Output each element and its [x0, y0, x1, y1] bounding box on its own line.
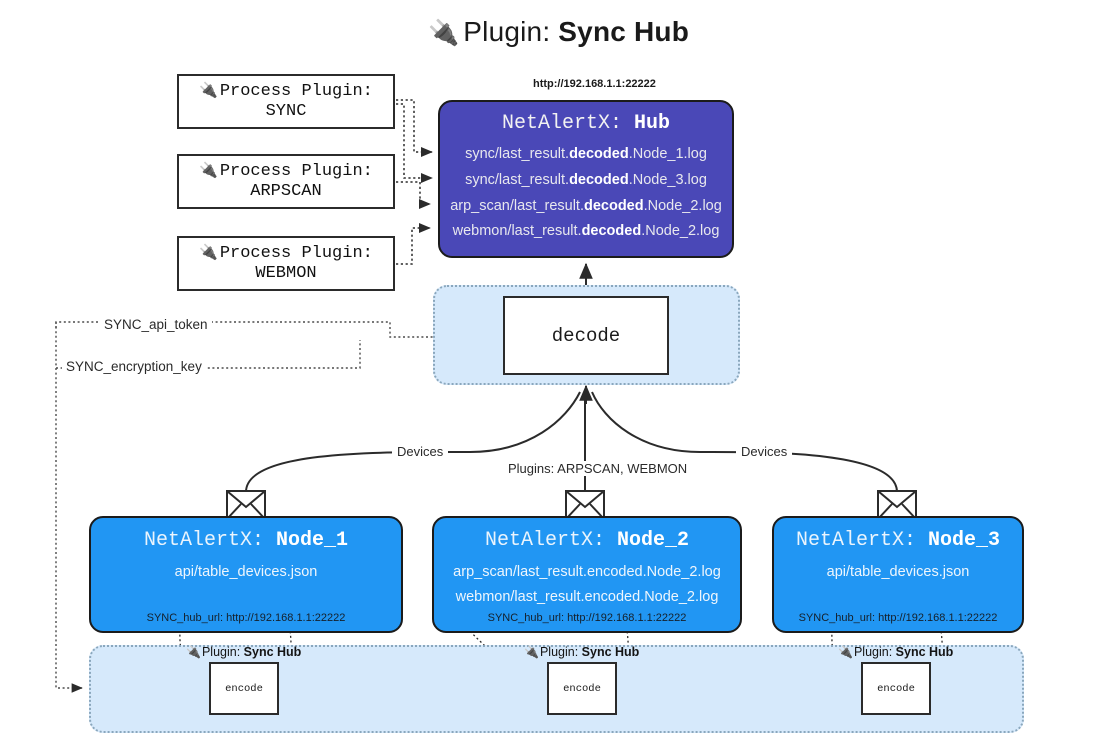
encode-box-node3[interactable]: encode: [861, 662, 931, 715]
page-title: 🔌Plugin: Sync Hub: [0, 16, 1117, 48]
node-hub-url-key: SYNC_hub_url:: [487, 612, 568, 624]
hub-node[interactable]: NetAlertX: Hub sync/last_result.decoded.…: [438, 100, 734, 258]
log-suffix: .Node_2.log: [643, 197, 722, 214]
node-title-prefix: NetAlertX:: [795, 529, 928, 552]
plugin-label-node3: 🔌Plugin: Sync Hub: [838, 645, 953, 659]
plugin-label-name: Sync Hub: [581, 645, 640, 659]
process-plugin-name: SYNC: [265, 101, 307, 121]
edge-sync-to-hub-line2: [396, 103, 433, 184]
process-plugin-label: Process Plugin:: [219, 161, 373, 181]
log-prefix: arp_scan/last_result.: [450, 197, 584, 214]
plugin-label-name: Sync Hub: [243, 645, 302, 659]
node-hub-url-key: SYNC_hub_url:: [798, 612, 879, 624]
log-suffix: .Node_3.log: [628, 171, 707, 188]
plugin-label-prefix: Plugin:: [539, 645, 582, 659]
sync-api-token-label: SYNC_api_token: [100, 317, 212, 332]
edge-node1-to-decode: [245, 391, 581, 493]
hub-title-prefix: NetAlertX:: [501, 112, 634, 135]
log-keyword: decoded: [581, 223, 642, 240]
node-hub-url-value: http://192.168.1.1:22222: [226, 612, 346, 624]
node-log-list: api/table_devices.json: [91, 560, 401, 585]
hub-title: NetAlertX: Hub: [440, 112, 732, 135]
page-title-prefix: Plugin:: [463, 16, 559, 47]
hub-title-name: Hub: [634, 112, 671, 135]
hub-log-line: sync/last_result.decoded.Node_1.log: [440, 142, 732, 168]
process-plugin-arpscan-box[interactable]: 🔌 Process Plugin: ARPSCAN: [177, 154, 395, 209]
node-title-name: Node_1: [276, 529, 349, 552]
node-title-prefix: NetAlertX:: [143, 529, 276, 552]
edge-webmon-to-hub-line4: [396, 222, 431, 265]
node-hub-url-footer: SYNC_hub_url: http://192.168.1.1:22222: [434, 612, 740, 624]
node-log-list: arp_scan/last_result.encoded.Node_2.log …: [434, 560, 740, 611]
log-keyword: decoded: [569, 171, 629, 188]
hub-log-line: sync/last_result.decoded.Node_3.log: [440, 168, 732, 194]
hub-url-label: http://192.168.1.1:22222: [533, 78, 656, 90]
node-title: NetAlertX: Node_1: [91, 529, 401, 552]
decode-box[interactable]: decode: [503, 296, 669, 375]
process-plugin-sync-box[interactable]: 🔌 Process Plugin: SYNC: [177, 74, 395, 129]
node-title-name: Node_3: [928, 529, 1001, 552]
envelope-icon-node3: [877, 490, 917, 520]
hub-log-list: sync/last_result.decoded.Node_1.log sync…: [440, 142, 732, 245]
node-title-prefix: NetAlertX:: [484, 529, 617, 552]
node-title-name: Node_2: [617, 529, 690, 552]
log-prefix: sync/last_result.: [465, 146, 570, 162]
electric-plug-icon: 🔌: [199, 163, 218, 181]
node-hub-url-value: http://192.168.1.1:22222: [878, 612, 998, 624]
plugin-label-node1: 🔌Plugin: Sync Hub: [186, 645, 301, 659]
edge-sync-to-hub-line1: [396, 99, 433, 158]
edge-node3-to-decode: [591, 391, 898, 493]
edge-label-plugins-center: Plugins: ARPSCAN, WEBMON: [503, 461, 693, 476]
log-keyword: decoded: [583, 197, 644, 214]
node-box-node1[interactable]: NetAlertX: Node_1 api/table_devices.json…: [89, 516, 403, 633]
log-prefix: webmon/last_result.: [452, 223, 582, 240]
node-hub-url-footer: SYNC_hub_url: http://192.168.1.1:22222: [774, 612, 1022, 624]
process-plugin-label: Process Plugin:: [219, 243, 373, 263]
encode-box-node1[interactable]: encode: [209, 662, 279, 715]
process-plugin-name: WEBMON: [255, 263, 317, 283]
log-suffix: .Node_2.log: [641, 223, 720, 240]
node-log-line: api/table_devices.json: [826, 564, 970, 580]
process-plugin-webmon-box[interactable]: 🔌 Process Plugin: WEBMON: [177, 236, 395, 291]
node-title: NetAlertX: Node_2: [434, 529, 740, 552]
plugin-label-node2: 🔌Plugin: Sync Hub: [524, 645, 639, 659]
plugin-label-prefix: Plugin:: [853, 645, 896, 659]
node-title: NetAlertX: Node_3: [774, 529, 1022, 552]
plugin-label-prefix: Plugin:: [201, 645, 244, 659]
edge-arpscan-to-hub-line3: [396, 181, 431, 210]
node-hub-url-key: SYNC_hub_url:: [146, 612, 227, 624]
encode-box-node2[interactable]: encode: [547, 662, 617, 715]
node-log-line: webmon/last_result.encoded.Node_2.log: [455, 589, 719, 606]
electric-plug-icon: 🔌: [524, 645, 539, 659]
node-box-node3[interactable]: NetAlertX: Node_3 api/table_devices.json…: [772, 516, 1024, 633]
electric-plug-icon: 🔌: [427, 19, 460, 47]
page-title-name: Sync Hub: [558, 16, 690, 47]
electric-plug-icon: 🔌: [199, 245, 218, 263]
node-box-node2[interactable]: NetAlertX: Node_2 arp_scan/last_result.e…: [432, 516, 742, 633]
electric-plug-icon: 🔌: [199, 83, 218, 101]
edge-label-devices-left: Devices: [392, 444, 449, 459]
edge-encryption-key-to-plugins: [55, 322, 83, 693]
sync-encryption-key-label: SYNC_encryption_key: [62, 359, 206, 374]
plugin-label-name: Sync Hub: [895, 645, 954, 659]
envelope-icon-node2: [565, 490, 605, 520]
log-suffix: .Node_1.log: [628, 146, 707, 162]
node-hub-url-footer: SYNC_hub_url: http://192.168.1.1:22222: [91, 612, 401, 624]
electric-plug-icon: 🔌: [838, 645, 853, 659]
envelope-icon-node1: [226, 490, 266, 520]
node-log-line: arp_scan/last_result.encoded.Node_2.log: [453, 564, 721, 580]
node-hub-url-value: http://192.168.1.1:22222: [567, 612, 687, 624]
node-log-line: api/table_devices.json: [174, 564, 318, 580]
electric-plug-icon: 🔌: [186, 645, 201, 659]
process-plugin-name: ARPSCAN: [250, 181, 322, 201]
hub-log-line: arp_scan/last_result.decoded.Node_2.log: [440, 194, 732, 220]
process-plugin-label: Process Plugin:: [219, 81, 373, 101]
edge-label-devices-right: Devices: [736, 444, 793, 459]
hub-log-line: webmon/last_result.decoded.Node_2.log: [440, 219, 732, 245]
log-keyword: decoded: [569, 146, 629, 162]
node-log-list: api/table_devices.json: [774, 560, 1022, 585]
log-prefix: sync/last_result.: [465, 171, 570, 188]
